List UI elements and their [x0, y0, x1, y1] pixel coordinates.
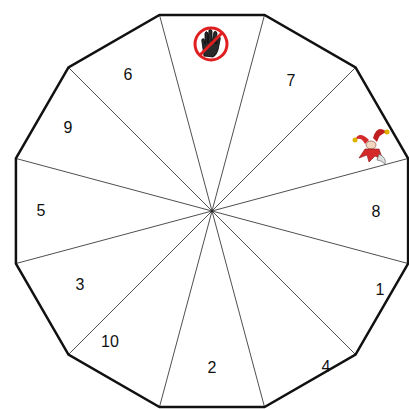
- jester-bell: [385, 130, 390, 135]
- sector-number: 5: [37, 203, 46, 219]
- sector-divider: [212, 15, 265, 211]
- sector-number: 10: [101, 334, 119, 350]
- sector-divider: [212, 211, 265, 407]
- sector-number: 8: [372, 204, 381, 220]
- sector-number: 9: [64, 120, 73, 136]
- jester-hand: [377, 154, 385, 164]
- sector-divider: [212, 67, 356, 211]
- jester-bell: [353, 138, 358, 143]
- sector-number: 4: [322, 359, 331, 375]
- sector-number: 7: [287, 73, 296, 89]
- sector-divider: [212, 211, 356, 355]
- wheel-ground: [16, 15, 408, 407]
- sector-number: 6: [124, 67, 133, 83]
- sector-number: 2: [208, 360, 217, 376]
- jester-face: [366, 141, 376, 149]
- sector-number: 3: [76, 277, 85, 293]
- prohibit-ring: [195, 28, 227, 60]
- sector-divider: [68, 211, 212, 355]
- sector-divider: [68, 67, 212, 211]
- jester-icon: [353, 129, 390, 164]
- stop-hand-icon: [195, 28, 227, 60]
- sector-divider: [159, 211, 212, 407]
- sector-number: 1: [376, 282, 385, 298]
- wheel-outline: [16, 15, 408, 407]
- prohibit-slash: [200, 33, 222, 55]
